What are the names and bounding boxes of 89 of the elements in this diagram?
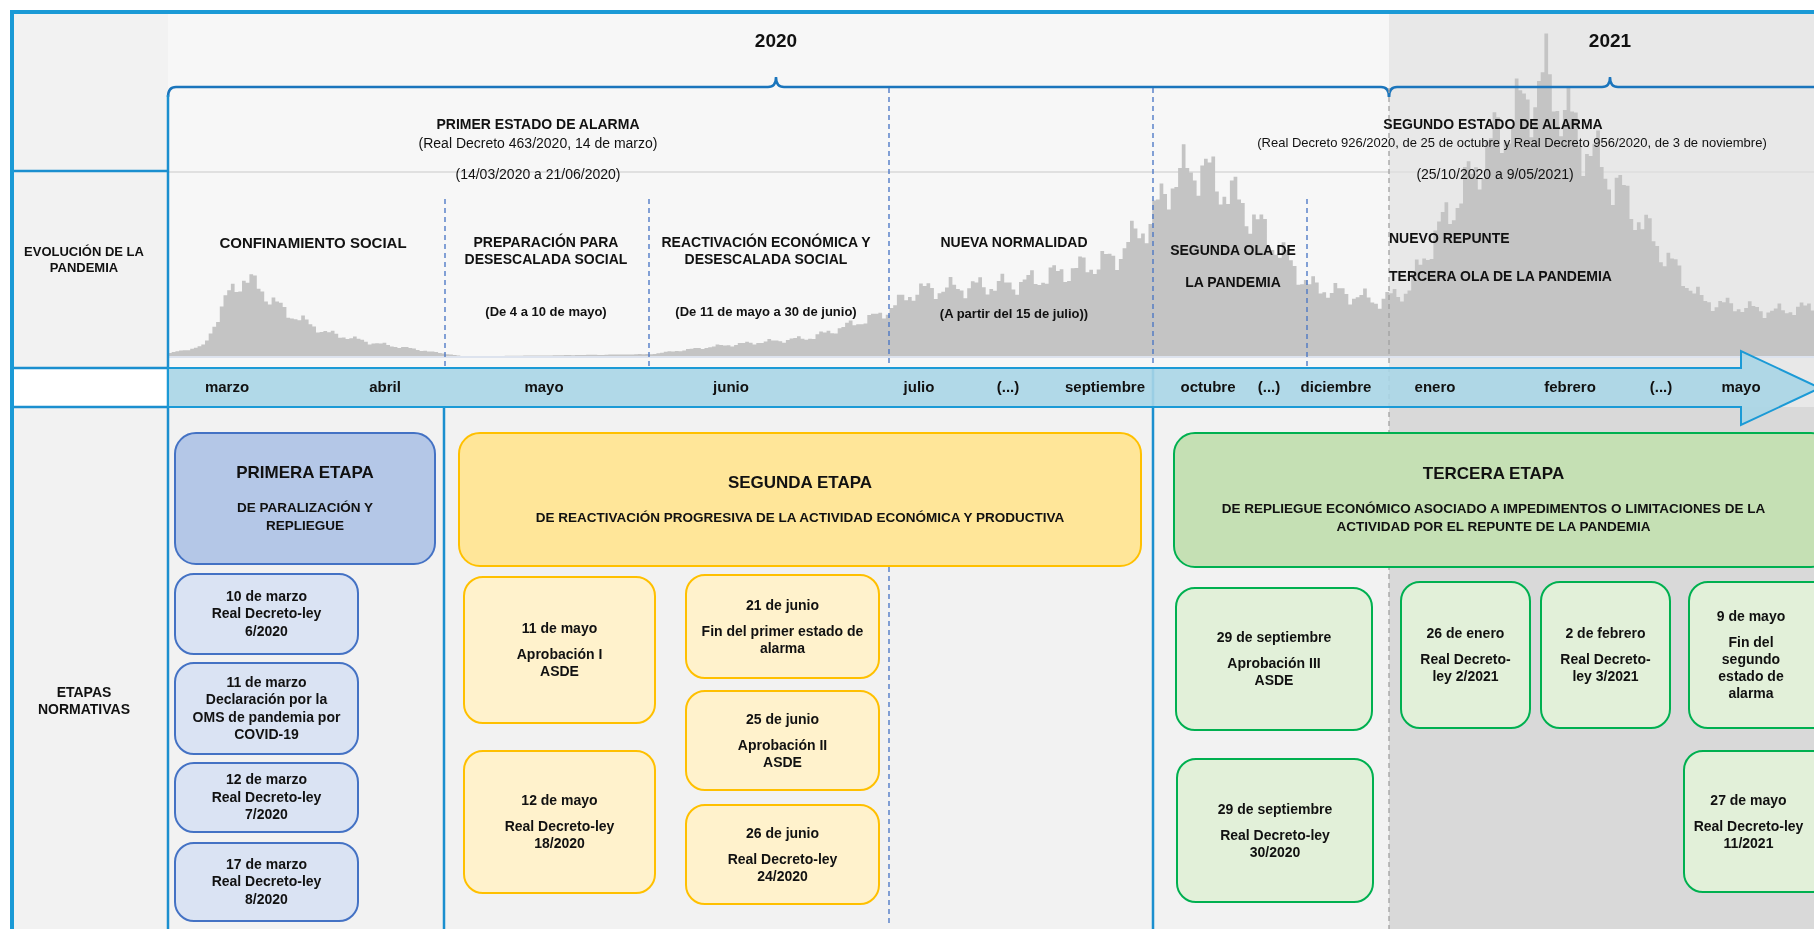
stage-description: DE REACTIVACIÓN PROGRESIVA DE LA ACTIVIDAD ECONÓMICA Y PRODUCTIVA <box>534 508 1066 527</box>
stage-box <box>458 432 1142 567</box>
event-text: Real Decreto-ley 6/2020 <box>210 605 323 641</box>
event-box <box>1683 750 1814 893</box>
date-label: 17 de marzo <box>225 855 308 874</box>
date-label: 29 de septiembre <box>1217 800 1333 817</box>
date-label: 29 de septiembre <box>1216 629 1332 646</box>
stage-title: PRIMERA ETAPA <box>236 462 374 483</box>
phase-dates: (A partir del 15 de julio)) <box>939 306 1089 321</box>
month-label: junio <box>713 378 749 395</box>
event-box <box>174 573 359 655</box>
month-label: (...) <box>1649 378 1673 395</box>
event-box <box>174 762 359 833</box>
phase-label: NUEVA NORMALIDAD <box>940 234 1088 250</box>
month-label: febrero <box>1544 378 1596 395</box>
event-text: Real Decreto-ley 7/2020 <box>210 788 323 824</box>
month-label: (...) <box>1257 378 1281 395</box>
phase-dates: (De 4 a 10 de mayo) <box>485 304 607 319</box>
event-box <box>174 842 359 922</box>
phase-label: REACTIVACIÓN ECONÓMICA Y DESESCALADA SOCIAL <box>661 234 871 267</box>
event-box <box>1175 587 1373 731</box>
event-text: Aprobación III ASDE <box>1226 655 1322 689</box>
stage-title: TERCERA ETAPA <box>1422 464 1565 485</box>
stage-title: SEGUNDA ETAPA <box>727 472 873 493</box>
phase-label: SEGUNDA OLA DE LA PANDEMIA <box>1170 242 1296 291</box>
date-label: 25 de junio <box>745 710 820 727</box>
month-label: mayo <box>1721 378 1761 395</box>
event-box <box>1176 758 1374 903</box>
month-label: octubre <box>1180 378 1236 395</box>
event-text: Fin del primer estado de alarma <box>700 622 865 657</box>
phase-label: CONFINAMIENTO SOCIAL <box>219 234 407 251</box>
month-label: marzo <box>204 378 250 395</box>
phase-label: PREPARACIÓN PARA DESESCALADA SOCIAL <box>464 234 628 267</box>
date-label: 10 de marzo <box>225 587 308 606</box>
event-box <box>685 574 880 679</box>
event-text: Aprobación I ASDE <box>515 646 604 680</box>
event-box <box>463 750 656 894</box>
month-label: (...) <box>996 378 1020 395</box>
event-box <box>463 576 656 724</box>
event-box <box>1540 581 1671 729</box>
month-label: septiembre <box>1065 378 1145 395</box>
phase-label: TERCERA OLA DE LA PANDEMIA <box>1389 268 1612 284</box>
date-label: 12 de mayo <box>521 792 598 809</box>
event-box <box>1688 581 1814 729</box>
date-label: 27 de mayo <box>1710 791 1787 808</box>
event-text: Real Decreto-ley 2/2021 <box>1419 651 1512 685</box>
date-range: (25/10/2020 a 9/05/2021) <box>1416 166 1574 182</box>
stage-box <box>1173 432 1814 568</box>
month-label: diciembre <box>1300 378 1372 395</box>
date-label: 21 de junio <box>745 596 820 613</box>
month-label: enero <box>1414 378 1456 395</box>
decree-text: (Real Decreto 926/2020, de 25 de octubre y Real Decreto 956/2020, de 3 de noviembre) <box>1257 135 1767 150</box>
event-text: Aprobación II ASDE <box>736 736 829 771</box>
event-box <box>1400 581 1531 729</box>
stage-description: DE PARALIZACIÓN Y REPLIEGUE <box>236 498 374 535</box>
event-text: Real Decreto-ley 3/2021 <box>1559 651 1652 685</box>
event-text: Real Decreto-ley 18/2020 <box>503 818 616 852</box>
row-header: EVOLUCIÓN DE LA PANDEMIA <box>24 244 144 275</box>
date-label: 26 de junio <box>745 824 820 841</box>
event-box <box>685 804 880 905</box>
stage-box <box>174 432 436 565</box>
month-label: abril <box>369 378 401 395</box>
phase-label: NUEVO REPUNTE <box>1389 230 1510 246</box>
event-box <box>174 662 359 755</box>
phase-dates: (De 11 de mayo a 30 de junio) <box>675 304 857 319</box>
year-label: 2020 <box>754 30 798 51</box>
alarm-state-title: PRIMER ESTADO DE ALARMA <box>436 116 640 132</box>
event-text: Real Decreto-ley 8/2020 <box>210 873 323 909</box>
date-label: 11 de marzo <box>225 673 308 691</box>
year-label: 2021 <box>1588 30 1632 51</box>
timeline-arrow <box>168 351 1814 425</box>
event-text: Real Decreto-ley 11/2021 <box>1692 817 1805 852</box>
date-label: 2 de febrero <box>1565 625 1646 642</box>
alarm-state-title: SEGUNDO ESTADO DE ALARMA <box>1383 116 1603 132</box>
event-text: Real Decreto-ley 30/2020 <box>1219 826 1331 861</box>
month-label: mayo <box>524 378 564 395</box>
date-range: (14/03/2020 a 21/06/2020) <box>455 166 621 182</box>
event-text: Declaración por la OMS de pandemia por COVID-19 <box>191 691 342 744</box>
month-label: julio <box>903 378 935 395</box>
event-text: Real Decreto-ley 24/2020 <box>726 850 839 885</box>
stage-description: DE REPLIEGUE ECONÓMICO ASOCIADO A IMPEDIMENTOS O LIMITACIONES DE LA ACTIVIDAD POR EL REPUNTE DE LA PANDEMIA <box>1220 500 1767 536</box>
event-text: Fin del segundo estado de alarma <box>1717 634 1785 702</box>
row-header: ETAPAS NORMATIVAS <box>37 684 130 717</box>
event-box <box>685 690 880 791</box>
date-label: 9 de mayo <box>1716 608 1786 625</box>
date-label: 12 de marzo <box>225 771 308 789</box>
date-label: 11 de mayo <box>521 620 598 637</box>
decree-text: (Real Decreto 463/2020, 14 de marzo) <box>418 135 658 151</box>
date-label: 26 de enero <box>1426 625 1505 642</box>
